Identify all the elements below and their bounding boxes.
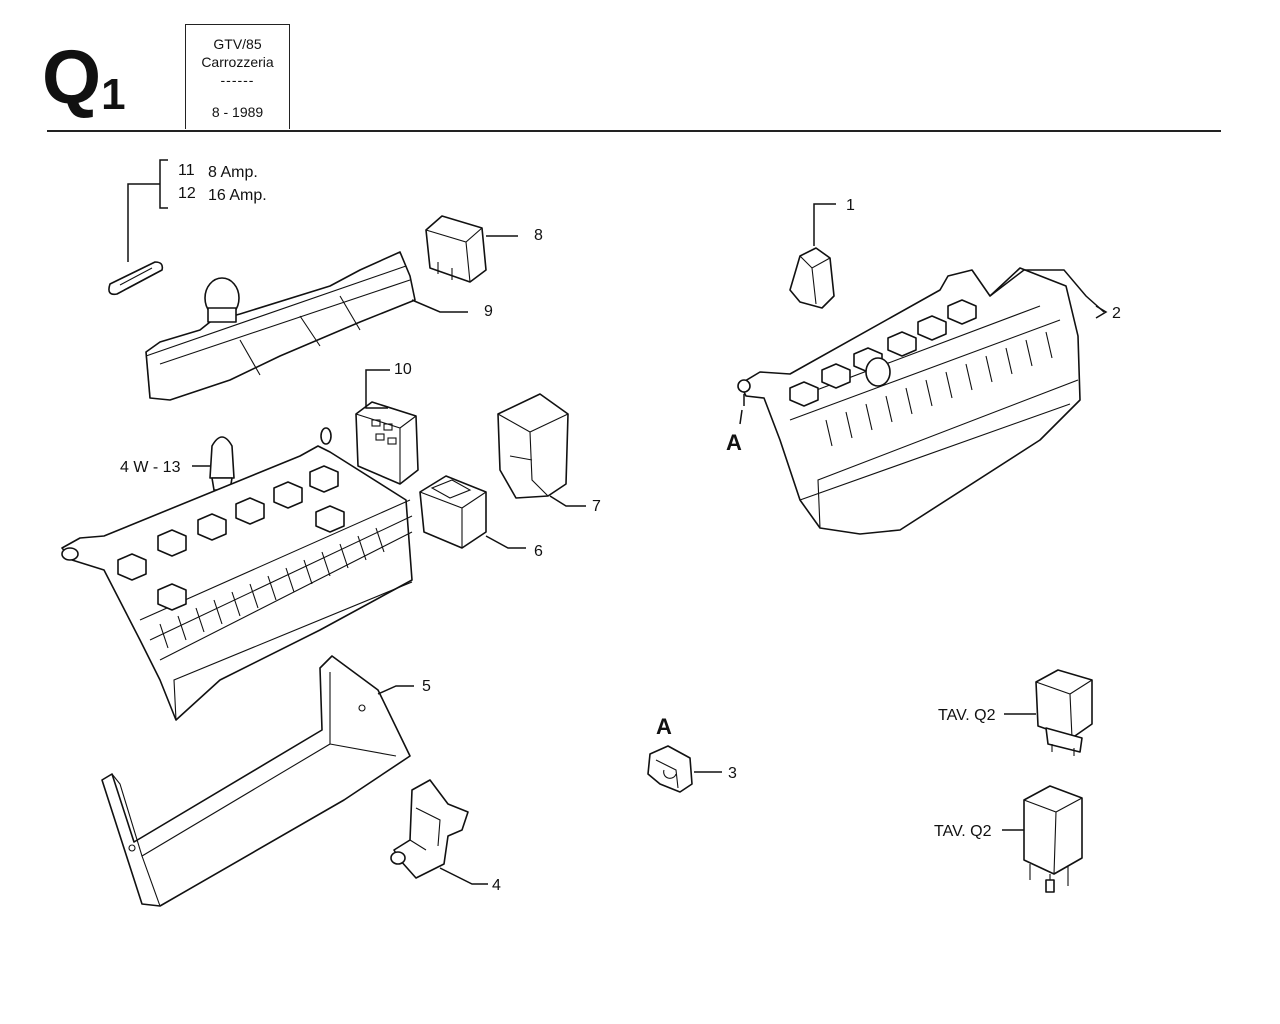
part-label-6: 6 [534,543,543,560]
page-code-letter: Q [42,35,101,120]
relay-part-6: 6 [419,475,543,560]
page-code-number: 1 [101,70,126,119]
relay-ref-label-lower: TAV. Q2 [934,823,992,840]
part-label-2: 2 [1112,305,1121,322]
part-label-8: 8 [534,227,543,244]
detail-a-label-bottom: A [656,714,672,739]
header-rule [47,130,1221,132]
title-separator: ------ [220,72,255,88]
end-cover-part-7: 7 [497,393,601,515]
part-label-1: 1 [846,197,855,214]
part-label-13: 4 W - 13 [120,459,181,476]
clip-part-4: 4 [390,779,501,894]
title-box: GTV/85 Carrozzeria ------ 8 - 1989 [185,24,290,129]
fuse-box-left [61,427,413,721]
relay-ref-label-upper: TAV. Q2 [938,707,996,724]
model-label: GTV/85 [213,36,262,52]
part-label-7: 7 [592,498,601,515]
page-code: Q1 [42,40,126,120]
fuse-box-right-part-2: 2 A [726,267,1121,535]
tray-part-5: 5 [101,655,431,907]
relay-block-part-8: 8 [425,215,543,283]
part-label-4: 4 [492,877,501,894]
cap-part-1: 1 [789,197,855,309]
detail-a-label-top: A [726,430,742,455]
connector-row [117,465,345,611]
part-label-10: 10 [394,361,412,378]
fuse-part [108,261,164,296]
fuse-rating-8a: 8 Amp. [208,164,258,181]
part-label-3: 3 [728,765,737,782]
detail-a-part-3: A 3 [647,714,737,793]
part-label-9: 9 [484,303,493,320]
fuse-ref-11: 11 [178,162,195,179]
relay-socket-part-10: 10 [355,361,419,485]
part-label-5: 5 [422,678,431,695]
fuse-ref-12: 12 [178,185,196,202]
fuse-callout: 11 8 Amp. 12 16 Amp. [127,159,267,262]
date-label: 8 - 1989 [211,104,264,120]
relay-ref-lower: TAV. Q2 [934,785,1083,893]
bulb-part-13: 4 W - 13 [120,436,235,491]
section-label: Carrozzeria [201,54,274,70]
relay-ref-upper: TAV. Q2 [938,669,1093,756]
fuse-rating-16a: 16 Amp. [208,187,267,204]
fuse-box-cover-part-9: 9 [145,251,493,401]
